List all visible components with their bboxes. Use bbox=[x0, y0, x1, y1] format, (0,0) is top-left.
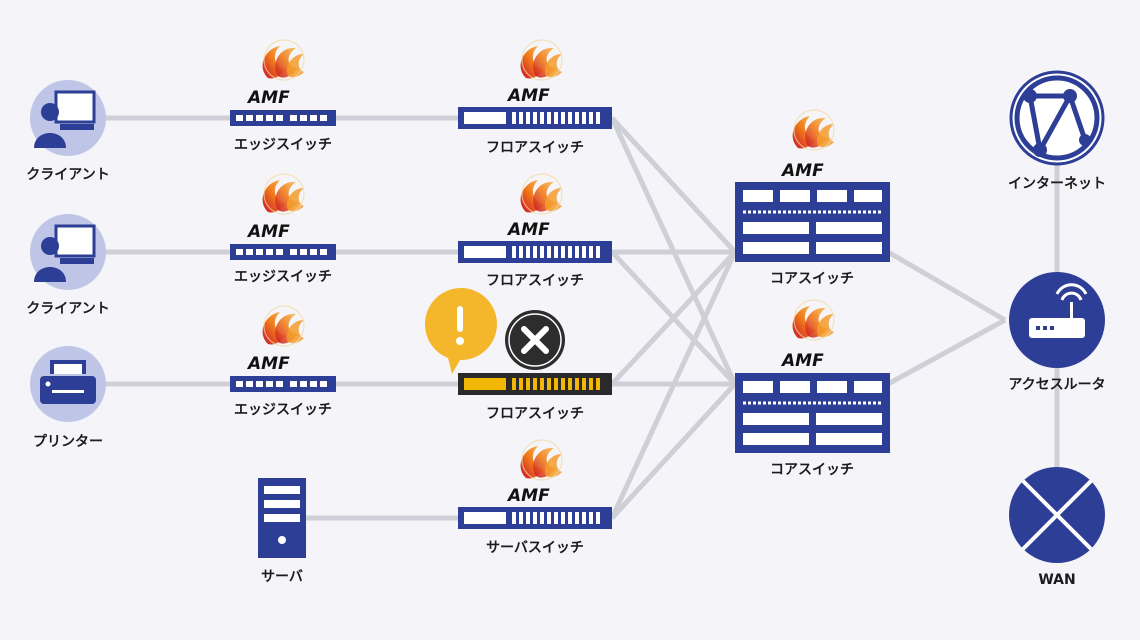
server-icon bbox=[258, 478, 306, 558]
label-printer: プリンター bbox=[33, 434, 103, 450]
amf-logo-text: AMF bbox=[506, 486, 550, 506]
label-floor-switch-1: フロアスイッチ bbox=[486, 140, 584, 156]
label-edge-switch-2: エッジスイッチ bbox=[234, 269, 332, 285]
label-floor-switch-2: フロアスイッチ bbox=[486, 273, 584, 289]
label-client-1: クライアント bbox=[26, 167, 110, 183]
label-edge-switch-1: エッジスイッチ bbox=[234, 137, 332, 153]
access-router-node bbox=[1009, 272, 1105, 368]
x-circle-icon bbox=[505, 310, 565, 370]
floor-switch-1: AMF bbox=[458, 39, 612, 129]
amf-logo-text: AMF bbox=[506, 220, 550, 240]
client-node-1 bbox=[30, 80, 106, 156]
connection-lines bbox=[105, 115, 1060, 521]
exclamation-icon bbox=[424, 288, 497, 374]
amf-logo-text: AMF bbox=[780, 351, 824, 371]
amf-logo-text: AMF bbox=[246, 354, 290, 374]
wan-node bbox=[1009, 467, 1105, 563]
client-node-2 bbox=[30, 214, 106, 290]
pc-user-icon bbox=[34, 90, 96, 148]
internet-node bbox=[1009, 70, 1105, 166]
amf-logo-text: AMF bbox=[780, 161, 824, 181]
floor-switch-3 bbox=[424, 288, 612, 395]
core-switch-1: AMF bbox=[735, 109, 890, 262]
core-switch-2: AMF bbox=[735, 299, 890, 453]
edge-switch-1: AMF bbox=[230, 39, 336, 126]
floor-switch-2: AMF bbox=[458, 173, 612, 263]
label-server: サーバ bbox=[261, 569, 303, 585]
label-internet: インターネット bbox=[1008, 176, 1106, 192]
edge-switch-3: AMF bbox=[230, 305, 336, 392]
amf-logo-text: AMF bbox=[246, 88, 290, 108]
printer-node bbox=[30, 346, 106, 422]
label-access-router: アクセスルータ bbox=[1008, 377, 1106, 393]
label-core-switch-1: コアスイッチ bbox=[770, 271, 854, 287]
server-node bbox=[258, 478, 306, 558]
label-client-2: クライアント bbox=[26, 301, 110, 317]
amf-logo-text: AMF bbox=[246, 222, 290, 242]
label-edge-switch-3: エッジスイッチ bbox=[234, 402, 332, 418]
label-wan: WAN bbox=[1038, 572, 1076, 588]
label-server-switch: サーバスイッチ bbox=[486, 540, 584, 556]
wan-x-icon bbox=[1021, 479, 1093, 551]
pc-user-icon bbox=[34, 224, 96, 282]
printer-icon bbox=[40, 360, 96, 404]
amf-logo-text: AMF bbox=[506, 86, 550, 106]
router-icon bbox=[1029, 283, 1088, 338]
label-floor-switch-3: フロアスイッチ bbox=[486, 406, 584, 422]
server-switch: AMF bbox=[458, 439, 612, 529]
edge-switch-2: AMF bbox=[230, 173, 336, 260]
label-core-switch-2: コアスイッチ bbox=[770, 462, 854, 478]
